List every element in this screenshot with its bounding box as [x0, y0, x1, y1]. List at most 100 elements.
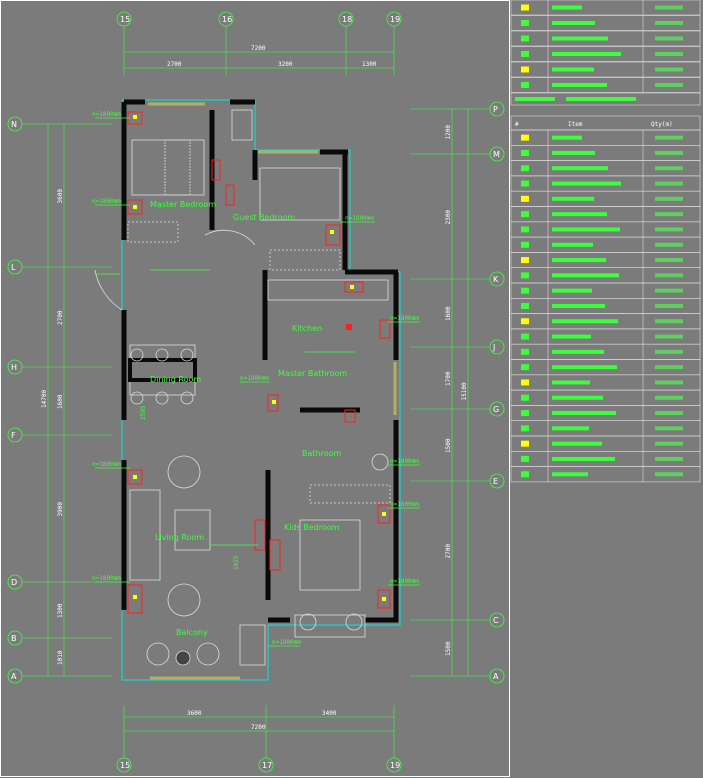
legend-desc-mark: [552, 21, 595, 25]
grid-bubble-right: [489, 146, 505, 162]
legend-desc-mark: [552, 456, 615, 461]
legend-symbol-icon: [521, 149, 529, 156]
room-master-bedroom: Master Bedroom: [150, 200, 216, 209]
legend-desc-mark: [552, 365, 617, 370]
legend-symbol-icon: [521, 4, 529, 11]
grid-bubble-left: [7, 668, 23, 684]
dim-text: 3400: [322, 710, 337, 717]
dim-text: 2700: [445, 544, 452, 559]
dim-text: 1600: [445, 306, 452, 321]
svg-text:n=1800mm: n=1800mm: [390, 578, 419, 585]
legend-symbol-icon: [521, 318, 529, 325]
grid-bubble-right: [489, 271, 505, 287]
wiring-labels: n=1800mm n=1800mm n=1800mm n=1800mm n=18…: [92, 111, 419, 646]
dim-text: 1500: [445, 641, 452, 656]
sheet-border: [0, 0, 510, 777]
dim-text: 1200: [445, 125, 452, 140]
legend-symbol-icon: [521, 134, 529, 141]
svg-text:n=1800mm: n=1800mm: [345, 215, 374, 222]
legend-qty-mark: [655, 395, 683, 400]
legend-desc-mark: [552, 303, 605, 308]
legend-desc-mark: [552, 441, 602, 446]
legend-desc-mark: [552, 411, 616, 416]
legend-symbol-icon: [521, 66, 529, 73]
dim-text: 3200: [278, 61, 293, 68]
grid-bubble-bottom: [258, 757, 274, 773]
grid-bubble-top: [116, 11, 132, 27]
grid-label-right: K: [493, 275, 499, 284]
legend-qty-mark: [655, 166, 683, 171]
svg-text:n=1800mm: n=1800mm: [240, 375, 269, 382]
dim-text: 1300: [362, 61, 377, 68]
legend-title-mark: [566, 97, 636, 101]
dim-text: 1600: [57, 394, 64, 409]
legend-title-row: [510, 92, 701, 106]
grid-bubble-top: [218, 11, 234, 27]
legend-qty-mark: [655, 212, 683, 217]
electrical-fixtures: [127, 111, 391, 614]
legend-qty-mark: [655, 258, 683, 263]
grid-label-right: C: [493, 616, 499, 625]
legend-qty-mark: [655, 411, 683, 416]
grid-bubble-left: [7, 574, 23, 590]
legend-desc-mark: [552, 319, 618, 324]
grid-bubble-right: [489, 101, 505, 117]
svg-text:n=1800mm: n=1800mm: [92, 198, 121, 205]
dim-text: 2700: [167, 61, 182, 68]
legend-qty-mark: [655, 227, 683, 232]
legend-desc-mark: [552, 166, 608, 171]
legend-qty-mark: [655, 380, 683, 385]
grid-label-right: E: [493, 477, 498, 486]
grid-bubble-left: [7, 259, 23, 275]
dim-text: 2700: [57, 310, 64, 325]
grid-bubble-right: [489, 668, 505, 684]
grid-label-left: B: [11, 634, 17, 643]
legend-qty-mark: [655, 426, 683, 431]
svg-text:n=1800mm: n=1800mm: [390, 315, 419, 322]
building-outline: [121, 99, 401, 681]
legend-desc-mark: [552, 242, 593, 247]
legend-symbol-icon: [521, 35, 529, 42]
grid-bubble-bottom: [116, 757, 132, 773]
legend-qty-mark: [655, 273, 683, 278]
room-living: Living Room: [155, 533, 204, 542]
svg-text:n=1800mm: n=1800mm: [92, 575, 121, 582]
grid-label-left: A: [11, 672, 17, 681]
grid-label-bottom: 19: [390, 761, 400, 770]
dim-text: 1500: [445, 438, 452, 453]
grid-label-left: D: [11, 578, 17, 587]
legend-top-row: [510, 0, 701, 16]
grid-bubble-right: [489, 612, 505, 628]
grid-label-right: G: [493, 405, 499, 414]
dim-text: 2300: [445, 210, 452, 225]
legend-symbol-icon: [521, 394, 529, 401]
grid-label-top: 18: [342, 15, 352, 24]
round-furniture: [94, 229, 389, 666]
legend-qty-mark: [655, 472, 683, 477]
legend-qty-mark: [655, 319, 683, 324]
legend-symbol-icon: [521, 257, 529, 264]
room-dining: Dining Room: [150, 375, 201, 384]
grid-label-right: M: [493, 150, 500, 159]
legend-header-item: Item: [568, 121, 583, 128]
svg-text:n=1800mm: n=1800mm: [92, 111, 121, 118]
grid-bubble-top: [386, 11, 402, 27]
legend-symbol-icon: [521, 241, 529, 248]
legend-symbol-icon: [521, 165, 529, 172]
svg-text:n=1800mm: n=1800mm: [272, 639, 301, 646]
grid-label-left: N: [11, 120, 17, 129]
legend-desc-mark: [552, 212, 607, 217]
legend-top-row: [510, 30, 701, 47]
legend-symbol-icon: [521, 20, 529, 26]
legend-qty-mark: [655, 303, 683, 308]
legend-symbol-icon: [521, 211, 529, 218]
legend-symbol-icon: [521, 364, 529, 371]
legend-header-num: #: [515, 121, 519, 128]
legend-symbol-icon: [521, 272, 529, 279]
grid-label-left: L: [11, 263, 16, 272]
legend-desc-mark: [552, 426, 589, 431]
legend-desc-mark: [552, 196, 594, 201]
